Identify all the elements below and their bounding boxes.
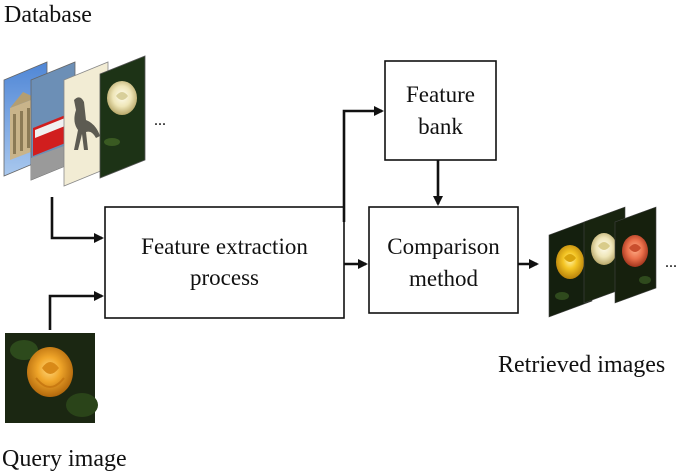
retrieved-thumb-yellow-rose (548, 218, 593, 318)
feature-extraction-box: Feature extraction process (104, 206, 345, 319)
comparison-method-box: Comparison method (368, 206, 519, 314)
database-thumb-dinosaur (63, 61, 109, 187)
arrow-database-to-extraction (50, 197, 104, 243)
arrow-extraction-to-bank (342, 106, 384, 222)
retrieved-image-stack (548, 206, 657, 318)
retrieved-images-label: Retrieved images (498, 352, 665, 378)
database-image-stack (3, 55, 146, 187)
comparison-line1: Comparison (387, 234, 500, 259)
feature-bank-line2: bank (418, 114, 463, 139)
feature-bank-box: Feature bank (384, 60, 497, 161)
database-thumb-rose (99, 55, 146, 179)
query-image-label: Query image (2, 446, 127, 472)
arrow-query-to-extraction (48, 291, 104, 330)
feature-bank-line1: Feature (406, 82, 475, 107)
comparison-line2: method (409, 266, 478, 291)
database-ellipsis: ... (154, 112, 166, 129)
database-label: Database (4, 2, 92, 28)
retrieved-thumb-coral-rose (614, 206, 657, 304)
feature-extraction-line2: process (190, 265, 259, 290)
query-image (5, 333, 98, 423)
feature-extraction-line1: Feature extraction (141, 234, 308, 259)
retrieved-ellipsis: ... (665, 254, 677, 271)
